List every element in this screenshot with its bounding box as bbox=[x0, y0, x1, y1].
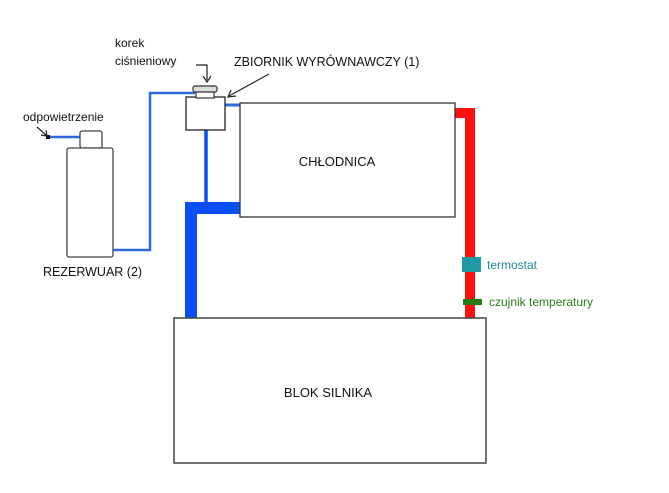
thermostat-label: termostat bbox=[487, 258, 538, 272]
temp-sensor-label: czujnik temperatury bbox=[489, 295, 593, 309]
temp-sensor-marker bbox=[463, 299, 482, 305]
vent-arrow bbox=[36, 126, 47, 136]
reservoir-to-tank-pipe bbox=[113, 91, 195, 252]
engine-block-label: BLOK SILNIKA bbox=[284, 385, 372, 400]
radiator-label: CHŁODNICA bbox=[299, 154, 376, 169]
tank-arrow bbox=[228, 73, 270, 97]
vent-arrowhead bbox=[40, 129, 48, 137]
expansion-tank-box bbox=[185, 96, 226, 131]
cold-return-pipe bbox=[185, 202, 240, 318]
radiator-box bbox=[239, 102, 456, 218]
pressure-cap-label-2: ciśnieniowy bbox=[115, 54, 176, 68]
hot-pipe bbox=[455, 108, 475, 318]
pressure-cap bbox=[192, 85, 218, 93]
engine-block-box bbox=[173, 317, 487, 464]
vent-point bbox=[46, 135, 50, 139]
expansion-tank-label: ZBIORNIK WYRÓWNAWCZY (1) bbox=[234, 54, 419, 69]
thermostat-marker bbox=[462, 257, 481, 272]
reservoir-body bbox=[66, 147, 114, 258]
tank-arrowhead bbox=[227, 89, 237, 98]
pressure-cap-arrowhead bbox=[202, 75, 212, 84]
pressure-cap-label-1: korek bbox=[115, 36, 145, 50]
pressure-cap-arrow bbox=[196, 64, 208, 80]
reservoir-label: REZERWUAR (2) bbox=[43, 265, 142, 279]
reservoir-cap bbox=[79, 130, 103, 149]
vent-label: odpowietrzenie bbox=[23, 110, 104, 124]
